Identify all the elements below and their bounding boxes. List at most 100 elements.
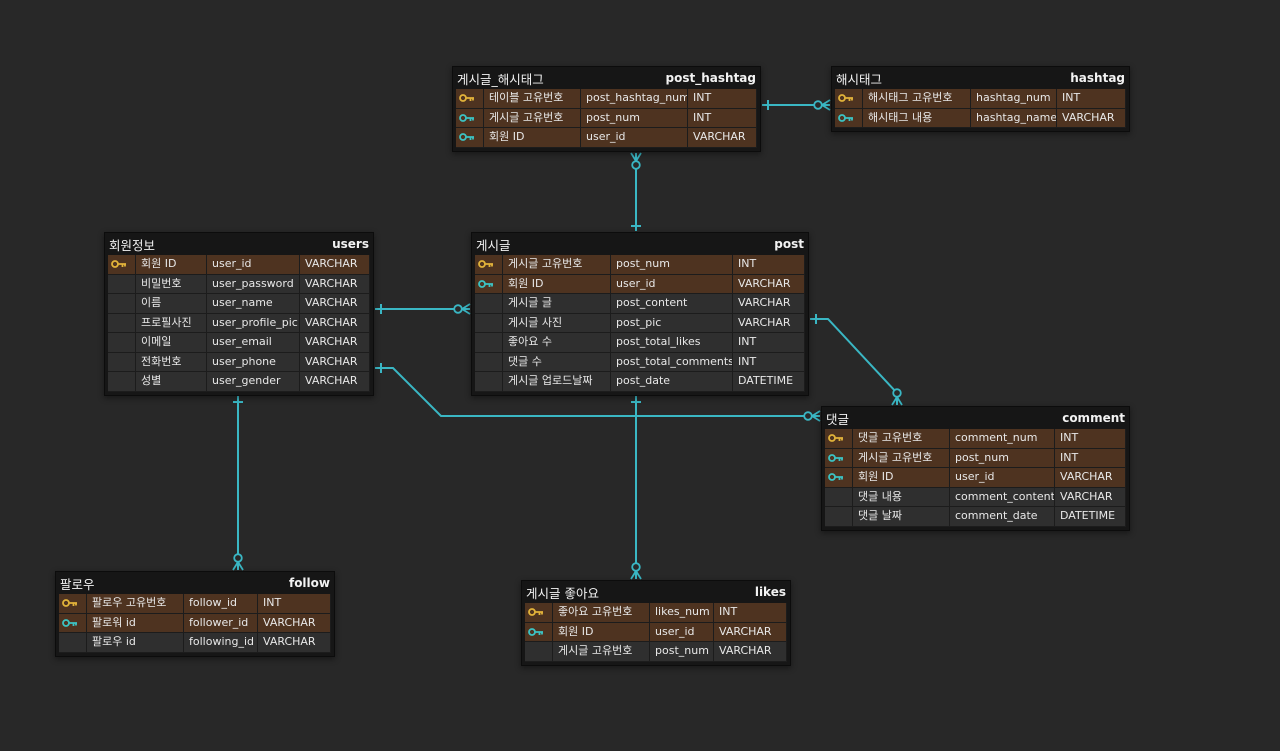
primary-key-icon — [478, 260, 493, 269]
column-label: 회원 ID — [853, 468, 950, 488]
cardinality-many-mark — [821, 104, 831, 111]
column-name: user_password — [207, 274, 300, 294]
column-name: post_num — [581, 108, 688, 128]
column-type: DATETIME — [1055, 507, 1126, 527]
entity-title-ko: 회원정보 — [109, 237, 156, 253]
column-label: 테이블 고유번호 — [484, 89, 581, 109]
key-cell — [475, 352, 503, 372]
entity-title-ko: 게시글 좋아요 — [526, 585, 599, 601]
column-type: VARCHAR — [733, 294, 805, 314]
cardinality-many-mark — [237, 561, 244, 571]
key-cell — [525, 603, 553, 623]
column-type: VARCHAR — [300, 274, 370, 294]
column-name: user_name — [207, 294, 300, 314]
column-type: INT — [733, 255, 805, 275]
column-name: likes_num — [650, 603, 714, 623]
primary-key-icon — [62, 599, 77, 608]
cardinality-many-mark — [811, 415, 821, 422]
entity-title-en: users — [332, 237, 369, 251]
cardinality-zero-mark — [631, 562, 641, 572]
foreign-key-icon — [459, 133, 474, 142]
column-type: INT — [714, 603, 787, 623]
entity-title-ko: 게시글_해시태그 — [457, 71, 544, 87]
column-label: 게시글 고유번호 — [553, 642, 650, 662]
cardinality-many-mark — [635, 152, 642, 162]
entity-header[interactable]: 회원정보 users — [105, 233, 373, 255]
primary-key-icon — [528, 608, 543, 617]
column-name: post_total_comments — [611, 352, 733, 372]
entity-title-en: follow — [288, 576, 330, 590]
column-type: VARCHAR — [688, 128, 757, 148]
column-type: INT — [688, 108, 757, 128]
column-name: user_profile_pic — [207, 313, 300, 333]
column-label: 이메일 — [136, 333, 207, 353]
column-type: INT — [1055, 429, 1126, 449]
foreign-key-icon — [838, 113, 853, 122]
key-cell — [825, 448, 853, 468]
column-label: 게시글 업로드날짜 — [503, 372, 611, 392]
primary-key-icon — [111, 260, 126, 269]
key-cell — [525, 622, 553, 642]
column-type: VARCHAR — [300, 255, 370, 275]
key-cell — [475, 313, 503, 333]
column-name: hashtag_name — [971, 108, 1057, 128]
key-cell — [108, 313, 136, 333]
column-type: VARCHAR — [1055, 487, 1126, 507]
entity-title-ko: 댓글 — [826, 411, 850, 427]
column-label: 게시글 글 — [503, 294, 611, 314]
column-label: 게시글 고유번호 — [503, 255, 611, 275]
column-name: follower_id — [184, 613, 258, 633]
cardinality-many-mark — [232, 561, 239, 571]
column-name: follow_id — [184, 594, 258, 614]
entity-title-en: post — [774, 237, 804, 251]
key-cell — [835, 108, 863, 128]
column-name: post_content — [611, 294, 733, 314]
column-label: 해시태그 내용 — [863, 108, 971, 128]
primary-key-icon — [459, 94, 474, 103]
column-type: INT — [733, 352, 805, 372]
